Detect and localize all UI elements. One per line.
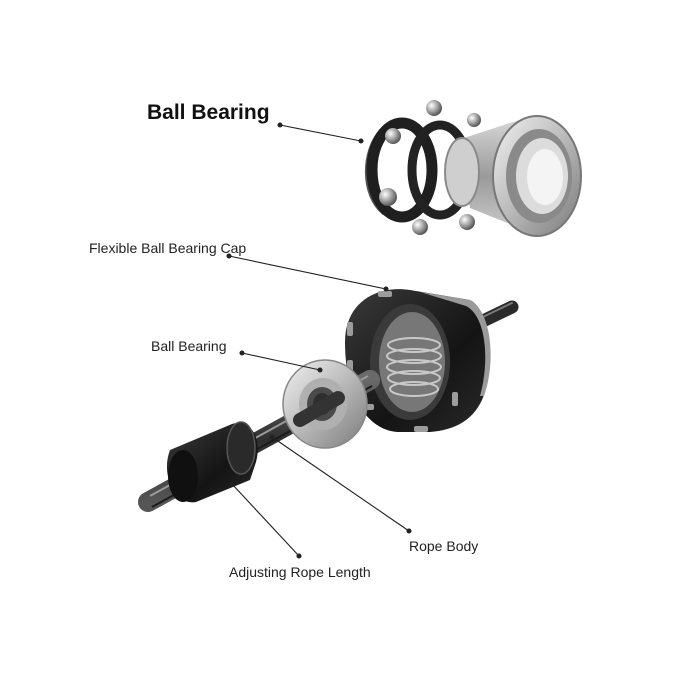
leader-lines [226,122,412,559]
label-ball-bearing-top: Ball Bearing [147,101,270,124]
leader-ball-bearing-top [279,124,362,142]
steel-ball [459,214,475,230]
leader-rope-body [271,436,410,532]
steel-ball [412,219,428,235]
steel-ball [379,188,397,206]
adjusting-sleeve [166,421,258,503]
steel-ball [426,100,442,116]
leader-cap [228,255,387,290]
label-adjusting-rope-length: Adjusting Rope Length [229,564,371,580]
flexible-cap [345,289,491,432]
label-ball-bearing-mid: Ball Bearing [151,338,227,354]
label-flexible-cap: Flexible Ball Bearing Cap [89,240,247,256]
leader-adjust [231,483,300,557]
label-rope-body: Rope Body [409,538,479,554]
steel-ball [467,113,481,127]
top-bearing-assembly [364,100,582,237]
ball-cage [366,117,438,223]
steel-ball [385,128,401,144]
leader-ball-bearing-mid [241,352,321,371]
